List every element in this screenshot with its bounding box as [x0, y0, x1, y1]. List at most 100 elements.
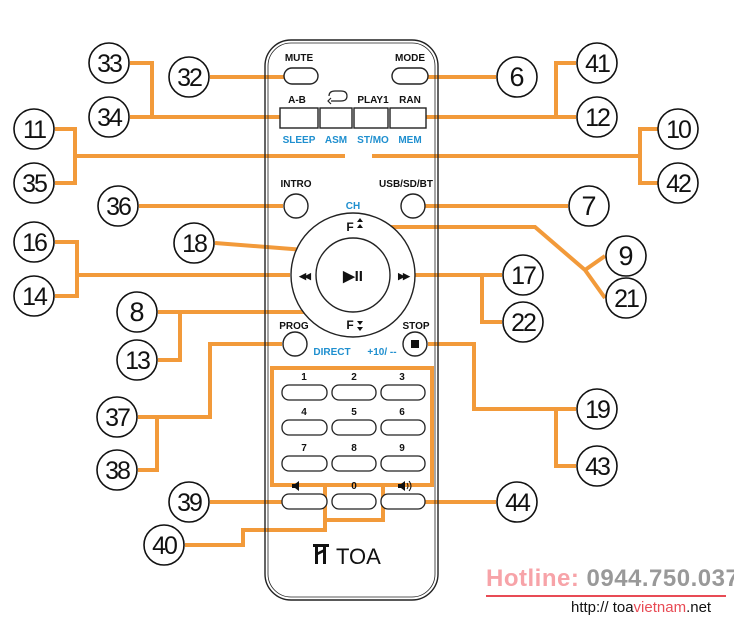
leader-41-12 — [422, 61, 576, 119]
callout-36: 36 — [97, 185, 139, 227]
intro-label: INTRO — [280, 179, 311, 190]
callout-number: 42 — [666, 170, 691, 198]
key-4-button[interactable] — [281, 419, 328, 436]
callout-13: 13 — [116, 339, 158, 381]
callout-circle — [13, 221, 55, 263]
callout-circle — [576, 96, 618, 138]
key-7-label: 7 — [301, 443, 307, 454]
callout-22: 22 — [502, 301, 544, 343]
ch-label: CH — [346, 201, 360, 212]
callout-43: 43 — [576, 445, 618, 487]
key-3-button[interactable] — [380, 384, 426, 401]
play-pause-label: ▶II — [342, 268, 363, 285]
next-button[interactable]: ▶▶ — [397, 271, 413, 281]
callout-32: 32 — [168, 56, 210, 98]
vol-down-button[interactable] — [281, 493, 328, 510]
play-pause-button[interactable] — [315, 237, 391, 313]
callout-circle — [496, 56, 538, 98]
ran-label: RAN — [399, 95, 421, 106]
prog-button[interactable] — [282, 331, 308, 357]
callout-number: 14 — [22, 283, 48, 311]
mode-button[interactable] — [391, 67, 429, 85]
usb-label: USB/SD/BT — [379, 179, 433, 190]
key-6-label: 6 — [399, 407, 405, 418]
key-6-button[interactable] — [380, 419, 426, 436]
callout-number: 16 — [22, 229, 47, 257]
remote-outline — [264, 39, 439, 601]
callout-number: 17 — [511, 262, 536, 290]
callout-circle — [168, 56, 210, 98]
leader-11-35 — [55, 127, 345, 185]
hotline-divider — [486, 595, 726, 597]
intro-button[interactable] — [283, 193, 309, 219]
hotline-number: 0944.750.037 — [586, 565, 734, 592]
leader-37-38 — [138, 342, 282, 472]
f-up-label[interactable]: F — [346, 220, 353, 234]
callout-41: 41 — [576, 42, 618, 84]
f-down-label[interactable]: F — [346, 318, 353, 332]
callout-circle — [576, 445, 618, 487]
callout-number: 33 — [97, 50, 122, 78]
callout-38: 38 — [96, 449, 138, 491]
hotline-label: Hotline: — [486, 565, 587, 592]
usb-button[interactable] — [400, 193, 426, 219]
callout-11: 11 — [13, 108, 55, 150]
callout-21: 21 — [605, 277, 647, 319]
prev-button[interactable]: ◀◀ — [298, 271, 314, 281]
callout-number: 9 — [618, 241, 633, 271]
callout-circle — [502, 254, 544, 296]
callout-circle — [173, 222, 215, 264]
ran-button[interactable] — [389, 107, 427, 129]
leader-keypad-box — [270, 366, 434, 487]
callout-number: 36 — [106, 193, 131, 221]
asm-button[interactable] — [319, 107, 353, 129]
repeat-icon — [327, 90, 348, 105]
key-7-button[interactable] — [281, 455, 328, 472]
stop-label: STOP — [402, 321, 429, 332]
key-2-button[interactable] — [331, 384, 377, 401]
callout-number: 10 — [666, 116, 691, 144]
callout-number: 22 — [511, 309, 536, 337]
callout-8: 8 — [116, 291, 158, 333]
callout-17: 17 — [502, 254, 544, 296]
callout-circle — [502, 301, 544, 343]
key-9-button[interactable] — [380, 455, 426, 472]
callout-6: 6 — [496, 56, 538, 98]
remote-inner-outline — [267, 42, 436, 598]
callout-number: 44 — [505, 489, 531, 517]
direct-label: DIRECT — [313, 347, 350, 358]
key-1-button[interactable] — [281, 384, 328, 401]
vol-up-button[interactable] — [380, 493, 426, 510]
callout-44: 44 — [496, 481, 538, 523]
key-8-button[interactable] — [331, 455, 377, 472]
speaker-high-icon — [398, 480, 412, 492]
key-5-button[interactable] — [331, 419, 377, 436]
mute-button[interactable] — [283, 67, 319, 85]
key-5-label: 5 — [351, 407, 357, 418]
callout-number: 34 — [97, 104, 123, 132]
callout-number: 6 — [509, 62, 524, 92]
callout-9: 9 — [605, 235, 647, 277]
callout-number: 8 — [129, 297, 144, 327]
callout-circle — [576, 388, 618, 430]
callout-circle — [88, 42, 130, 84]
toa-emblem-icon — [313, 544, 329, 564]
leader-17-22 — [399, 273, 502, 324]
stmo-button[interactable] — [353, 107, 389, 129]
callout-circle — [605, 277, 647, 319]
callout-circle — [96, 449, 138, 491]
callout-circle — [96, 396, 138, 438]
key-0-button[interactable] — [331, 493, 377, 510]
ab-label: A-B — [288, 95, 306, 106]
callout-number: 43 — [585, 453, 610, 481]
plus10-label: +10/ -- — [367, 347, 396, 358]
website-url[interactable]: http:// toavietnam.net — [571, 599, 711, 616]
callout-40: 40 — [143, 524, 185, 566]
callout-number: 7 — [581, 191, 596, 221]
callout-circle — [657, 108, 699, 150]
callout-7: 7 — [568, 185, 610, 227]
ab-button[interactable] — [279, 107, 319, 129]
speaker-low-icon — [292, 481, 299, 491]
remote — [264, 39, 439, 601]
